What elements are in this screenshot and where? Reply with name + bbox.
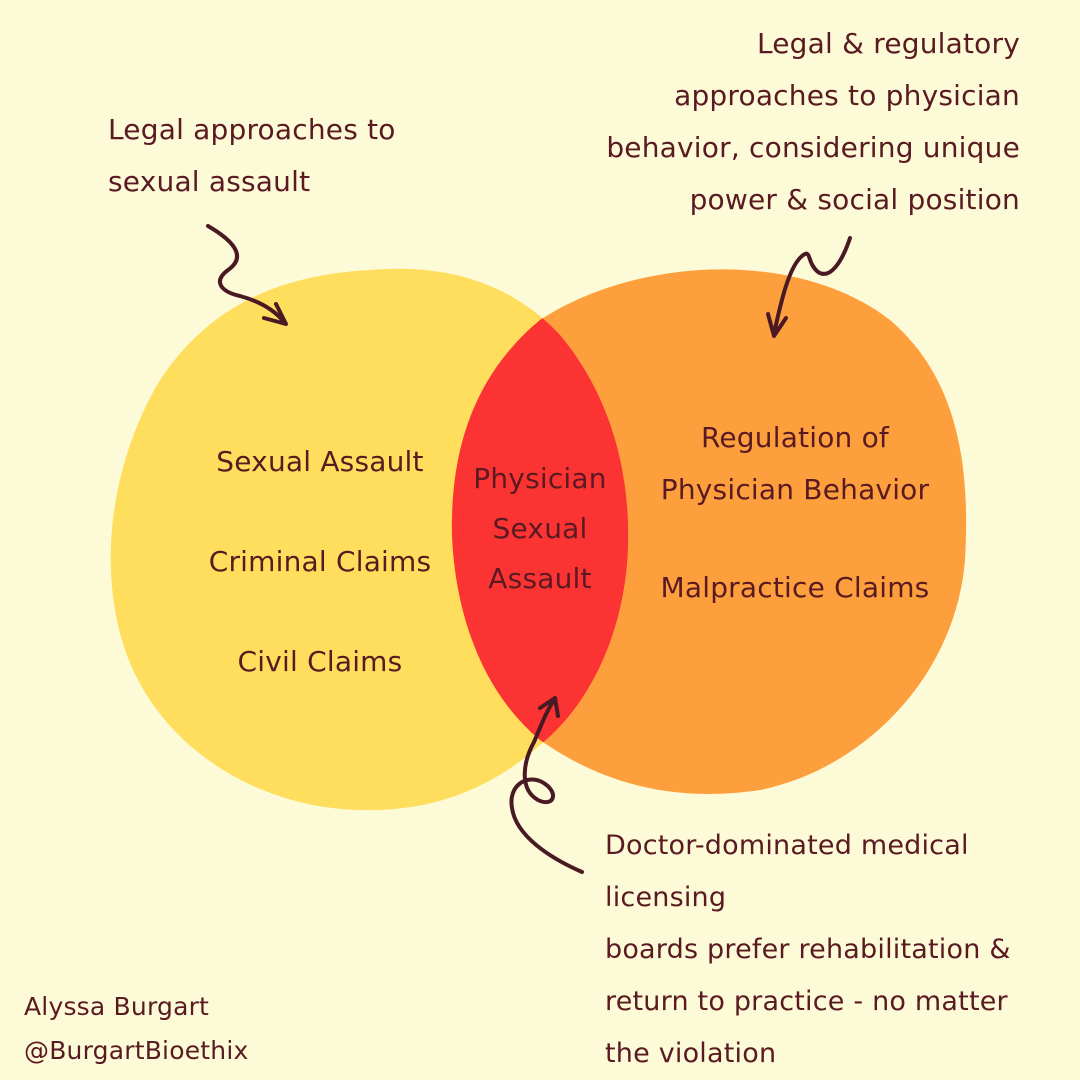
left-item-sexual-assault: Sexual Assault [216,445,424,478]
right-arrow [766,236,852,338]
bottom-note-line: return to practice - no matter [605,986,1008,1017]
credit: Alyssa Burgart @BurgartBioethix [24,985,344,1073]
left-note-line: sexual assault [108,165,311,198]
left-item-criminal-claims: Criminal Claims [208,545,432,578]
right-note: Legal & regulatory approaches to physici… [580,18,1020,226]
bottom-note-line: the violation [605,1038,777,1069]
bottom-note-line: boards prefer rehabilitation & [605,934,1011,965]
bottom-note: Doctor-dominated medical licensing board… [605,820,1065,1080]
overlap-line: Physician [473,462,607,495]
left-circle-items: Sexual Assault Criminal Claims Civil Cla… [170,412,470,712]
overlap-line: Assault [488,562,592,595]
left-note-line: Legal approaches to [108,113,396,146]
right-item-malpractice-claims: Malpractice Claims [660,571,930,604]
right-item-regulation-line-1: Regulation of [700,421,889,454]
credit-name: Alyssa Burgart [24,992,210,1021]
overlap-region [451,269,629,794]
left-arrow [206,224,288,326]
right-note-line: power & social position [689,183,1020,216]
right-note-line: behavior, considering unique [606,131,1020,164]
right-item-regulation-line-2: Physician Behavior [660,473,930,506]
credit-handle: @BurgartBioethix [24,1036,249,1065]
bottom-note-line: Doctor-dominated medical licensing [605,830,969,913]
bottom-arrow [509,696,584,874]
left-note: Legal approaches to sexual assault [108,104,468,208]
right-note-line: approaches to physician [674,79,1020,112]
right-note-line: Legal & regulatory [756,27,1020,60]
left-item-civil-claims: Civil Claims [237,645,403,678]
overlap-label: Physician Sexual Assault [458,454,622,604]
overlap-line: Sexual [492,512,588,545]
right-circle-items: Regulation of Physician Behavior Malprac… [640,412,950,614]
